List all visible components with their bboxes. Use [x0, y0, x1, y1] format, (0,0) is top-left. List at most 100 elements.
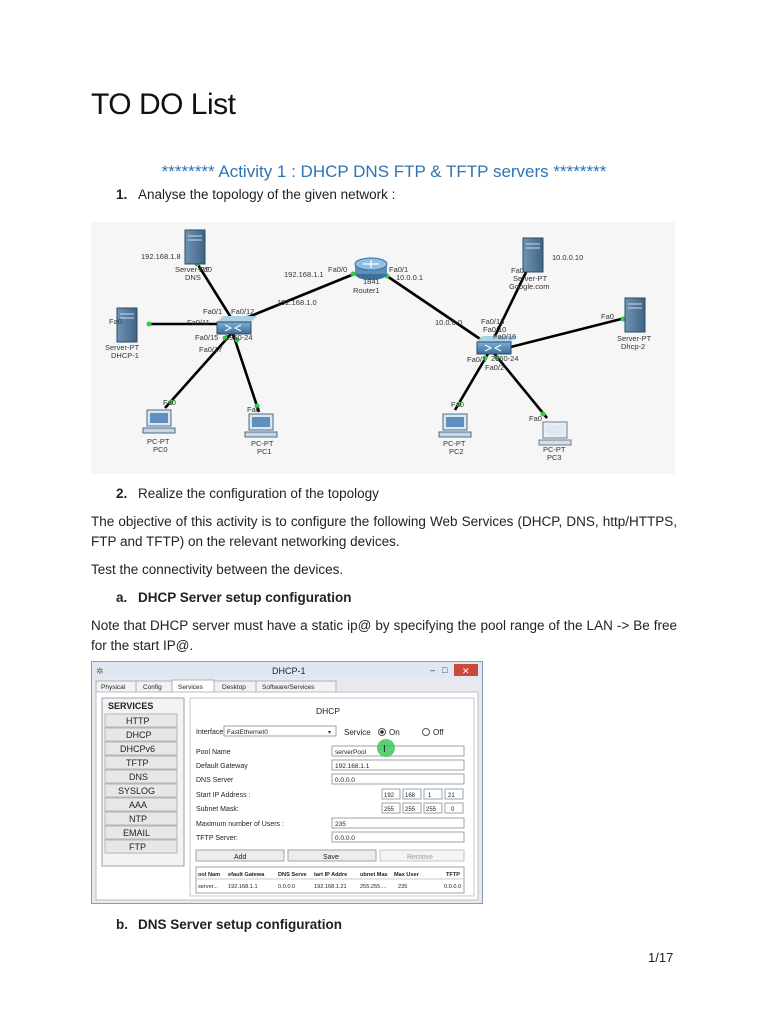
gateway-label: Default Gateway	[196, 763, 248, 770]
tftp-server-input[interactable]	[331, 831, 465, 843]
remove-button[interactable]	[379, 849, 465, 862]
max-users-value: 235	[335, 821, 346, 828]
table-header-cell: ubnet Mas	[360, 872, 388, 878]
max-users-input[interactable]	[331, 817, 465, 829]
service-http[interactable]	[104, 713, 178, 728]
google-ip-label: 10.0.0.10	[552, 253, 583, 262]
pc0-name: PC0	[153, 445, 168, 454]
rs-port: Fa0/1	[467, 355, 486, 364]
ls-port: Fa0/12	[231, 307, 254, 316]
start-ip-octet-4[interactable]	[444, 788, 464, 800]
pc1-name: PC1	[257, 447, 272, 456]
pc0-port: Fa0	[163, 398, 176, 407]
service-dhcp[interactable]	[104, 727, 178, 742]
table-row[interactable]: server... 192.168.1.1 0.0.0.0 192.168.1.…	[198, 884, 461, 890]
pc2-name: PC2	[449, 447, 464, 456]
start-ip-octet-1[interactable]	[381, 788, 401, 800]
pool-name-label: Pool Name	[196, 749, 231, 756]
pc2-type: PC-PT	[443, 439, 466, 448]
google-type-label: Server-PT	[513, 274, 548, 283]
service-tftp[interactable]	[104, 755, 178, 770]
service-dns[interactable]	[104, 769, 178, 784]
minimize-button[interactable]: –	[430, 665, 435, 675]
dhcp1-server-icon	[116, 307, 138, 343]
title-bar	[92, 662, 482, 678]
gateway-input[interactable]	[331, 759, 465, 771]
start-ip-octet-3[interactable]	[423, 788, 443, 800]
service-off-radio[interactable]	[422, 728, 430, 736]
services-header: SERVICES	[108, 701, 153, 711]
table-header-cell: efault Gatewa	[228, 872, 265, 878]
subnet-octet-1[interactable]	[381, 802, 401, 814]
service-label: DNS	[129, 772, 148, 782]
off-label: Off	[433, 728, 444, 737]
maximize-button[interactable]: □	[442, 665, 448, 675]
service-syslog[interactable]	[104, 783, 178, 798]
dns-name-label: DNS	[185, 273, 201, 282]
dns-server-label: DNS Server	[196, 777, 234, 784]
item-number: 2.	[116, 486, 128, 501]
dhcp1-type-label: Server-PT	[105, 343, 140, 352]
service-ntp[interactable]	[104, 811, 178, 826]
right-net-label: 10.0.0.0	[435, 318, 462, 327]
subsection-letter: b.	[116, 917, 128, 932]
table-cell: 192.168.1.21	[314, 884, 347, 890]
table-cell: 192.168.1.1	[228, 884, 258, 890]
octet-value: 1	[428, 793, 432, 799]
dhcp-window: DHCP-1 ✲ – □ ✕ Physical Config Services …	[91, 661, 483, 904]
interface-select[interactable]	[223, 725, 337, 737]
table-header-cell: tart IP Addre	[314, 872, 347, 878]
right-ip-label: 10.0.0.1	[396, 273, 423, 282]
topology-labels: 192.168.1.8 Server-PT DNS Fa0 192.168.1.…	[105, 252, 652, 462]
start-ip-label: Start IP Address :	[196, 792, 250, 799]
list-item: 1.Analyse the topology of the given netw…	[116, 187, 395, 202]
note-paragraph: Note that DHCP server must have a static…	[91, 618, 677, 653]
subnet-octet-2[interactable]	[402, 802, 422, 814]
chevron-down-icon: ▾	[328, 730, 331, 736]
dhcp2-name-label: Dhcp-2	[621, 342, 645, 351]
subnet-octet-4[interactable]	[444, 802, 464, 814]
save-button[interactable]	[287, 849, 377, 862]
table-header-row: ool Nam efault Gatewa DNS Serve tart IP …	[198, 872, 460, 878]
page-title: TO DO List	[91, 88, 236, 121]
dhcp1-name-label: DHCP-1	[111, 351, 139, 360]
table-cell: 235	[398, 884, 407, 890]
rs-port: Fa0/10	[483, 325, 506, 334]
subnet-octet-3[interactable]	[423, 802, 443, 814]
dns-type-label: Server-PT	[175, 265, 210, 274]
router-port-left: Fa0/0	[328, 265, 347, 274]
subsection-text: DHCP Server setup configuration	[138, 590, 352, 605]
pool-name-input[interactable]	[331, 745, 465, 757]
subsection-heading: b.DNS Server setup configuration	[116, 917, 342, 932]
pc1-icon	[244, 413, 278, 438]
dns-server-value: 0.0.0.0	[335, 777, 355, 784]
ls-port: Fa0/11	[187, 318, 210, 327]
pc0-type: PC-PT	[147, 437, 170, 446]
page-number: 1/17	[648, 950, 674, 965]
app-icon: ✲	[96, 666, 104, 676]
cursor-highlight	[377, 739, 395, 757]
text-cursor-icon: I	[383, 744, 386, 755]
service-dhcpv6[interactable]	[104, 741, 178, 756]
octet-value: 255	[384, 807, 395, 813]
service-aaa[interactable]	[104, 797, 178, 812]
service-email[interactable]	[104, 825, 178, 840]
dhcp2-type-label: Server-PT	[617, 334, 652, 343]
services-items: HTTP DHCP DHCPv6 TFTP DNS SYSLOG AAA NTP…	[104, 713, 178, 854]
pc1-port: Fa0	[247, 405, 260, 414]
table-header-cell: DNS Serve	[278, 872, 307, 878]
table-cell: server...	[198, 884, 218, 890]
start-ip-octet-2[interactable]	[402, 788, 422, 800]
ls-port: Fa0/1	[203, 307, 222, 316]
remove-button-label: Remove	[407, 854, 433, 861]
objective-paragraph: The objective of this activity is to con…	[91, 514, 677, 549]
service-ftp[interactable]	[104, 839, 178, 854]
octet-value: 192	[384, 793, 395, 799]
add-button[interactable]	[195, 849, 285, 862]
router-port-right: Fa0/1	[389, 265, 408, 274]
close-button[interactable]	[454, 664, 478, 676]
router-name-label: Router1	[353, 286, 380, 295]
right-switch-icon	[476, 336, 517, 355]
dns-server-input[interactable]	[331, 773, 465, 785]
tab-software-label: Software/Services	[262, 684, 315, 691]
